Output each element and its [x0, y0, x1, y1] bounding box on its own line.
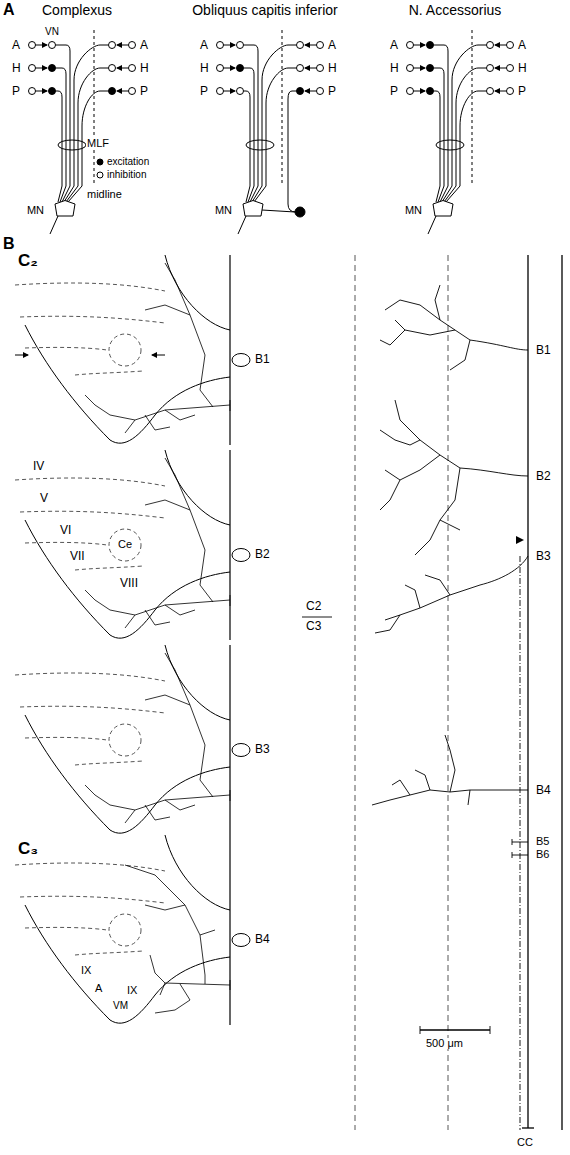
lamina-label: VM — [113, 1001, 128, 1011]
neuron-label: A — [518, 39, 526, 51]
lamina-label: VII — [70, 550, 85, 562]
lamina-label: IX — [81, 965, 91, 976]
segment-label: C₃ — [18, 840, 38, 857]
canal-label: CC — [517, 1137, 533, 1148]
section-label: B1 — [255, 353, 270, 365]
legend-sample — [96, 171, 104, 179]
panel-a-accessorius — [407, 30, 514, 234]
section-label: B5 — [536, 836, 549, 847]
neuron-label: H — [390, 62, 399, 74]
section-label: B4 — [536, 784, 551, 796]
legend-text: inhibition — [107, 170, 146, 180]
legend-text: excitation — [107, 157, 149, 167]
lamina-label: Ce — [118, 539, 132, 550]
section-label: B3 — [536, 550, 551, 562]
neuron-label: A — [200, 39, 208, 51]
motoneuron-label: MN — [27, 201, 44, 219]
motoneuron-soma — [432, 200, 454, 218]
neuron-label: H — [328, 62, 337, 74]
lamina-label: A — [95, 983, 102, 994]
cross-sections — [15, 255, 250, 1025]
neuron-label: A — [140, 39, 148, 51]
section-label: B2 — [536, 470, 551, 482]
section-label: B3 — [255, 743, 270, 755]
neuron-label: A — [328, 39, 336, 51]
section-label: B4 — [255, 933, 270, 945]
neuron-label: P — [328, 85, 336, 97]
neuron-label: P — [12, 85, 20, 97]
nucleus-label: VN — [45, 27, 59, 37]
neuron-label: H — [12, 62, 21, 74]
section-label: B6 — [536, 849, 549, 860]
motoneuron: MN — [27, 200, 76, 218]
neuron-label: P — [390, 85, 398, 97]
lamina-label: V — [40, 492, 48, 504]
panel-title: N. Accessorius — [409, 3, 502, 17]
section-label: B2 — [255, 548, 270, 560]
section-label: B1 — [536, 344, 551, 356]
neuron-label: P — [140, 85, 148, 97]
segment-label: C3 — [306, 620, 321, 632]
neuron-label: P — [518, 85, 526, 97]
neuron-label: A — [12, 39, 20, 51]
neuron-label: H — [200, 62, 209, 74]
neuron-label: A — [390, 39, 398, 51]
legend-sample — [96, 158, 104, 166]
lamina-label: IV — [33, 460, 44, 472]
lamina-label: VI — [60, 524, 71, 536]
segment-label: C₂ — [18, 252, 38, 269]
motoneuron: MN — [405, 200, 454, 218]
panel-title: Complexus — [42, 3, 112, 17]
motoneuron-soma — [242, 200, 264, 218]
neuron-label: H — [518, 62, 527, 74]
tract-label: MLF — [86, 138, 110, 149]
neuron-label: H — [140, 62, 149, 74]
motoneuron-soma — [54, 200, 76, 218]
scale-label: 500 μm — [425, 1038, 464, 1049]
motoneuron: MN — [215, 200, 264, 218]
motoneuron-label: MN — [215, 201, 232, 219]
panel-a-complexus — [29, 30, 136, 234]
segment-label: C2 — [306, 600, 321, 612]
neuron-label: P — [200, 85, 208, 97]
panel-label: B — [3, 236, 15, 252]
lamina-label: IX — [127, 985, 137, 996]
lamina-label: VIII — [120, 577, 138, 589]
panel-label: A — [3, 2, 15, 18]
panel-a-obliquus — [217, 30, 324, 234]
midline-label: midline — [86, 189, 123, 200]
panel-title: Obliquus capitis inferior — [192, 3, 338, 17]
longitudinal-reconstruction — [302, 255, 562, 1130]
motoneuron-label: MN — [405, 201, 422, 219]
